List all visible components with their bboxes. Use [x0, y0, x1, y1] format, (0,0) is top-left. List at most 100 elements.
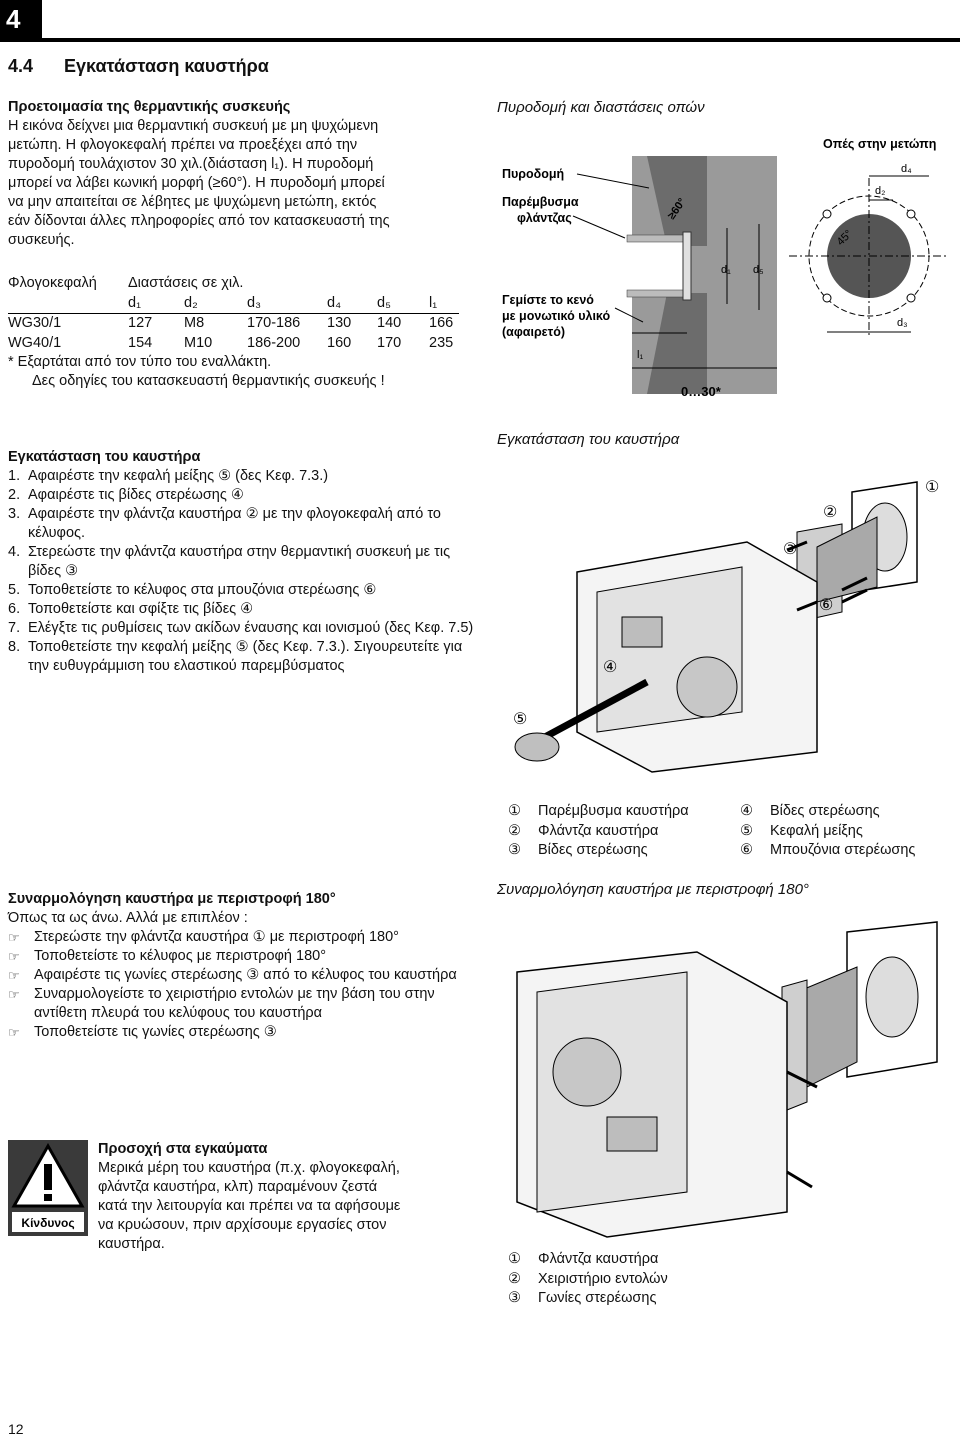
step-text: Αφαιρέστε τις βίδες στερέωσης ④: [28, 487, 244, 503]
hand-pointer-icon: ☞: [8, 987, 20, 1002]
dims-label-flamehead: Φλογοκεφαλή: [8, 275, 97, 291]
chapter-badge: 4: [0, 0, 42, 38]
fig1-d3-label: d₃: [897, 317, 908, 329]
fig2-marker-2: ②: [823, 504, 837, 521]
fig2-screw: [786, 540, 808, 552]
section-number: 4.4: [8, 56, 34, 76]
prep-line: μετώπη. Η φλογοκεφαλή πρέπει να προεξέχε…: [8, 137, 358, 153]
dims-note: Δες οδηγίες του κατασκευαστή θερμαντικής…: [32, 373, 385, 389]
fig1-label-pyrodomi: Πυροδομή: [502, 167, 564, 181]
fig2-marker-3: ③: [783, 541, 797, 558]
step-number: 7.: [8, 620, 21, 636]
rotate-item-text: Τοποθετείστε τις γωνίες στερέωσης ③: [34, 1024, 277, 1040]
warning-line: φλάντζα καυστήρα, κλπ) παραμένουν ζεστά: [98, 1179, 378, 1195]
step-item: 8.Τοποθετείστε την κεφαλή μείξης ⑤ (δες …: [8, 638, 478, 676]
rotate-item: ☞ Αφαιρέστε τις γωνίες στερέωσης ③ από το…: [8, 966, 478, 985]
dims-cell: 130: [327, 315, 352, 331]
dims-header-row: d₁ d₂ d₃ d₄ d₅ l₁: [8, 293, 459, 314]
fig2-mixing-head: [514, 732, 560, 762]
step-text: Στερεώστε την φλάντζα καυστήρα στην θερμ…: [28, 544, 451, 579]
fig1-d2-label: d₂: [875, 185, 885, 197]
prep-line: πυροδομή τουλάχιστον 30 χιλ.(διάσταση l₁…: [8, 156, 374, 172]
prep-line: συσκευής.: [8, 232, 75, 248]
fig1-cone-lower: [647, 293, 707, 394]
dims-block: Φλογοκεφαλή Διαστάσεις σε χιλ. d₁ d₂ d₃ …: [8, 274, 478, 391]
step-text: Τοποθετείστε την κεφαλή μείξης ⑤ (δες Κε…: [28, 639, 463, 674]
dims-cell: 170: [377, 334, 402, 351]
dims-header: d₁: [128, 293, 184, 314]
fig1-d5-label: d₅: [753, 264, 764, 276]
install-block: Εγκατάσταση του καυστήρα 1.Αφαιρέστε την…: [8, 448, 478, 676]
fig1-flame-tube: [627, 240, 691, 294]
fig1-cone-upper: [647, 156, 707, 246]
prep-line: να μην απαιτείται σε λέβητες με ψυχώμενη…: [8, 194, 377, 210]
rotate-list: ☞ Στερεώστε την φλάντζα καυστήρα ① με περ…: [8, 928, 478, 1042]
fig3-bracket: [786, 1170, 813, 1189]
fig1-label-fill: (αφαιρετό): [502, 325, 565, 339]
legend-text: Φλάντζα καυστήρα: [538, 822, 659, 839]
warning-line: κατά την λειτουργία και πρέπει να τα αφή…: [98, 1198, 401, 1214]
dims-cell: M10: [184, 334, 213, 351]
step-item: 2.Αφαιρέστε τις βίδες στερέωσης ④: [8, 486, 478, 505]
legend-text: Παρέμβυσμα καυστήρα: [538, 803, 689, 819]
fig3-rotated-view: [516, 921, 938, 1238]
fig1-label-fill: Γεμίστε το κενό: [502, 293, 594, 307]
hand-pointer-icon: ☞: [8, 1025, 20, 1040]
prep-line: εάν δίδονται άλλες πληροφορίες από τον κ…: [8, 213, 390, 229]
legend-symbol: ④: [740, 803, 753, 819]
fig3-gasket-hole: [865, 956, 919, 1038]
legend-symbol: ⑤: [740, 822, 753, 839]
hand-pointer-icon: ☞: [8, 949, 20, 964]
prep-block: Προετοιμασία της θερμαντικής συσκευής Η …: [8, 98, 478, 250]
fig1-diagram: l₁ d₁ d₅ ≥60° 0…30* Πυροδομή Παρέμβυσμα …: [502, 137, 949, 399]
rotate-item: ☞Στερεώστε την φλάντζα καυστήρα ① με περ…: [8, 928, 478, 947]
step-text: Αφαιρέστε την φλάντζα καυστήρα ② με την …: [28, 506, 441, 541]
dims-header: l₁: [429, 293, 459, 314]
dims-cell: M8: [184, 315, 205, 331]
legend-text: Γωνίες στερέωσης: [538, 1290, 657, 1306]
fig1-d4-label: d₄: [901, 163, 912, 175]
step-number: 6.: [8, 601, 21, 617]
fig1-l1-label: l₁: [637, 349, 643, 361]
fig1-leader: [572, 215, 626, 239]
step-item: 3.Αφαιρέστε την φλάντζα καυστήρα ② με τη…: [8, 505, 478, 543]
fig2-stud: [841, 588, 868, 604]
fig2-screw: [796, 600, 818, 612]
dims-header: d₂: [184, 293, 247, 314]
rotate-item-text: Αφαιρέστε τις γωνίες στερέωσης ③ από το …: [34, 967, 457, 983]
dims-cell: 127: [128, 315, 153, 331]
legend-text: Χειριστήριο εντολών: [538, 1270, 668, 1287]
fig3-control-box: [606, 1116, 658, 1152]
fig3-caption: Συναρμολόγηση καυστήρα με περιστροφή 180…: [497, 881, 809, 898]
rotate-item-text: Συναρμολογείστε το χειριστήριο εντολών μ…: [34, 986, 435, 1021]
prep-line: μπορεί να λάβει κωνική μορφή (≥60°). Η π…: [8, 175, 385, 191]
hand-pointer-icon: ☞: [8, 968, 20, 983]
dims-header: d₅: [377, 293, 429, 314]
fig2-control-box: [621, 616, 663, 648]
dims-cell: 170-186: [247, 315, 301, 331]
step-text: Αφαιρέστε την κεφαλή μείξης ⑤ (δες Κεφ. …: [28, 468, 329, 484]
step-item: 7.Ελέγξτε τις ρυθμίσεις των ακίδων έναυσ…: [8, 619, 478, 638]
fig1-bolt-hole: [906, 293, 916, 303]
dims-header: d₃: [247, 293, 327, 314]
step-item: 4.Στερεώστε την φλάντζα καυστήρα στην θε…: [8, 543, 478, 581]
warning-badge-bg: [12, 1212, 84, 1232]
fig1-label-openings: Οπές στην μετώπη: [823, 137, 936, 151]
step-text: Τοποθετείστε και σφίξτε τις βίδες ④: [28, 601, 254, 617]
fig1-label-fill: με μονωτικό υλικό: [502, 309, 610, 323]
fig2-marker-5: ⑤: [513, 711, 527, 728]
warning-exclamation: [44, 1164, 52, 1190]
rotate-item-text: Στερεώστε την φλάντζα καυστήρα ① με περι…: [34, 929, 399, 945]
rotate-item: ☞Τοποθετείστε το κέλυφος με περιστροφή 1…: [8, 947, 478, 966]
fig2-caption: Εγκατάσταση του καυστήρα: [497, 431, 680, 448]
legend-symbol: ⑥: [740, 842, 753, 858]
warning-badge-text: Κίνδυνος: [21, 1216, 74, 1230]
legend-symbol: ①: [508, 803, 521, 819]
